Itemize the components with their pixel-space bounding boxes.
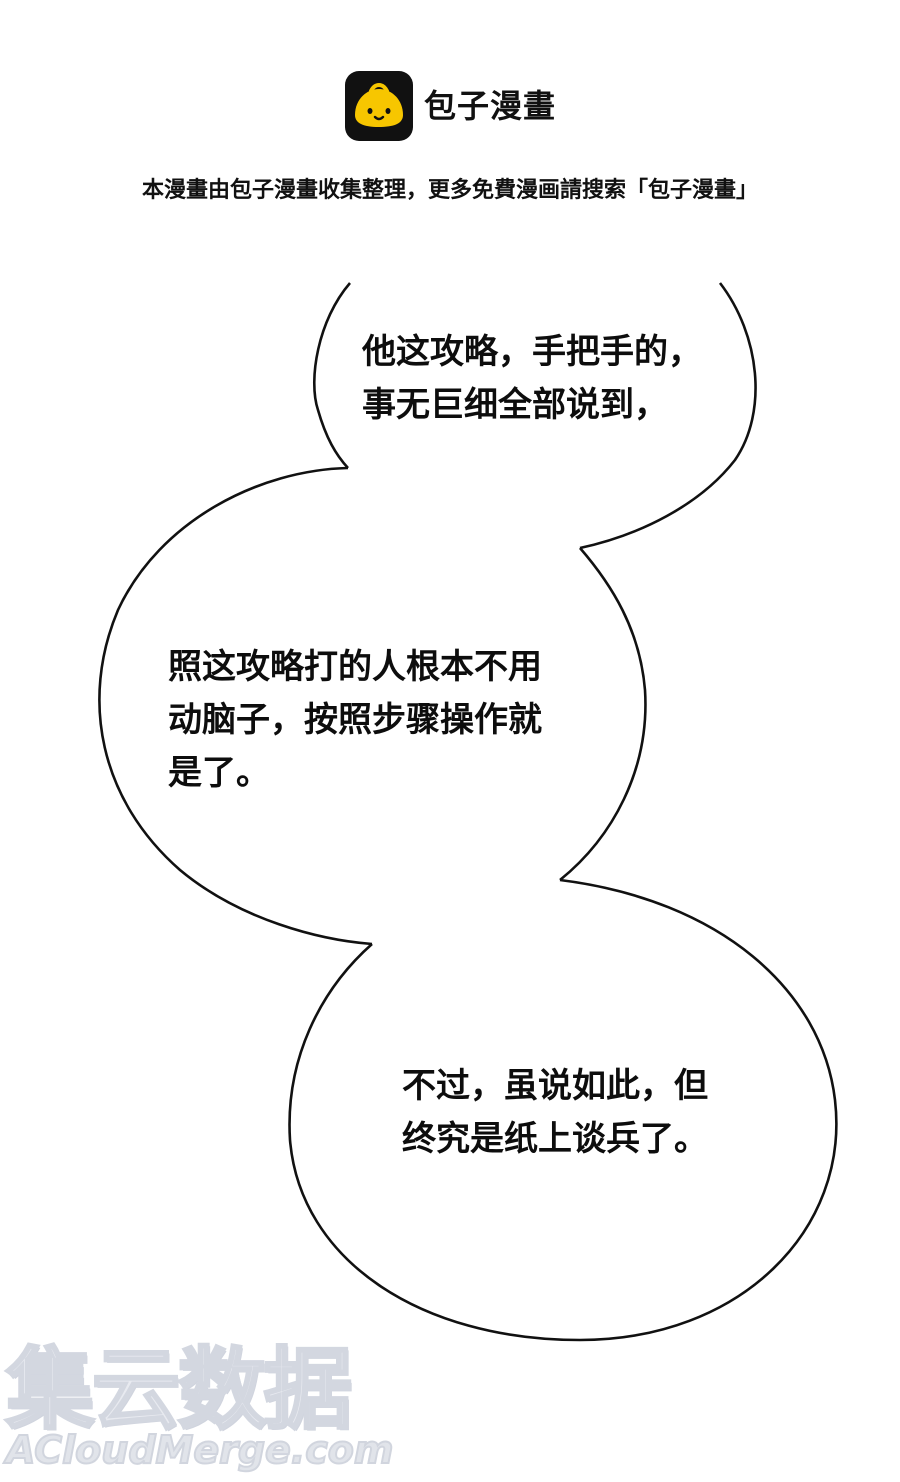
brand-name: 包子漫畫 — [424, 87, 557, 125]
bubble-text-top: 他这攻略，手把手的， 事无巨细全部说到， — [362, 326, 702, 432]
brand-logo — [345, 71, 413, 141]
speech-bubble-middle — [99, 468, 646, 944]
watermark-text-cn: 集云数据 — [4, 1338, 353, 1441]
source-notice: 本漫畫由包子漫畫收集整理，更多免費漫画請搜索「包子漫畫」 — [141, 178, 758, 203]
bubble-line: 照这攻略打的人根本不用 — [168, 647, 542, 687]
speech-bubble-top — [314, 283, 756, 548]
speech-bubble-bottom — [289, 880, 837, 1340]
bubble-text-bottom: 不过，虽说如此，但 终究是纸上谈兵了。 — [402, 1060, 708, 1166]
bubble-line: 是了。 — [168, 753, 270, 793]
watermark: 集云数据 ACloudMerge.com — [0, 1336, 420, 1482]
bubble-line: 他这攻略，手把手的， — [362, 332, 702, 372]
watermark-text-en: ACloudMerge.com — [5, 1427, 394, 1473]
bubble-line: 事无巨细全部说到， — [362, 385, 668, 425]
bubble-line: 动脑子，按照步骤操作就 — [168, 700, 542, 740]
bubble-line: 不过，虽说如此，但 — [402, 1066, 708, 1106]
bubble-text-middle: 照这攻略打的人根本不用 动脑子，按照步骤操作就 是了。 — [168, 641, 542, 800]
bubble-line: 终究是纸上谈兵了。 — [402, 1119, 708, 1159]
steamed-bun-icon — [345, 71, 413, 141]
